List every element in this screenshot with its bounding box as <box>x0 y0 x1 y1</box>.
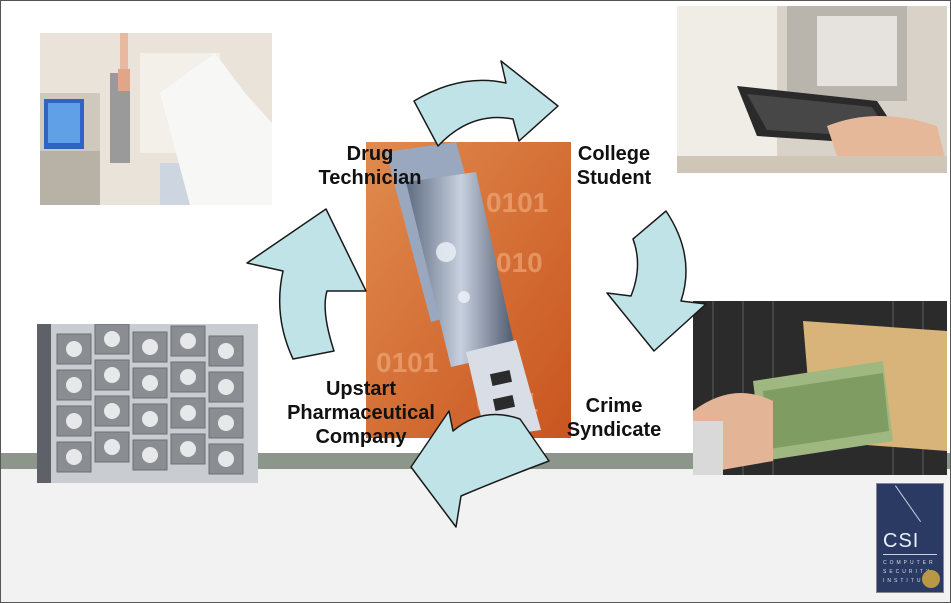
svg-text:010: 010 <box>496 247 543 278</box>
logo-subtitle-line: COMPUTER <box>883 560 936 566</box>
logo-subtitle-line: SECURITY <box>883 569 933 575</box>
capsule-building-photo <box>37 324 258 483</box>
csi-logo: CSI COMPUTER SECURITY INSTITUTE <box>876 483 944 593</box>
logo-text: CSI <box>883 530 920 552</box>
label-upstart-pharmaceutical-company: Upstart Pharmaceutical Company <box>287 378 435 448</box>
seal-icon <box>922 570 940 588</box>
usb-flash-drive-photo: 0101 010 0101 0101 <box>366 142 571 438</box>
logo-subtitle-line: INSTITUTE <box>883 578 936 584</box>
label-crime-syndicate: Crime Syndicate <box>566 395 662 441</box>
svg-text:0101: 0101 <box>486 187 548 218</box>
arrow-company-to-tech <box>246 208 367 360</box>
logo-slash <box>895 485 922 523</box>
svg-text:0101: 0101 <box>376 347 438 378</box>
label-college-student: College Student <box>576 143 652 189</box>
arrow-student-to-syndicate <box>606 210 707 352</box>
footer-area <box>1 469 950 602</box>
cash-envelope-photo <box>693 301 947 475</box>
arrow-tech-to-student <box>413 60 559 147</box>
logo-rule <box>883 554 937 555</box>
typing-at-computer-photo <box>677 6 947 173</box>
arrow-syndicate-to-company <box>410 410 550 528</box>
label-drug-technician: Drug Technician <box>318 143 422 189</box>
lab-technician-photo <box>40 33 272 205</box>
